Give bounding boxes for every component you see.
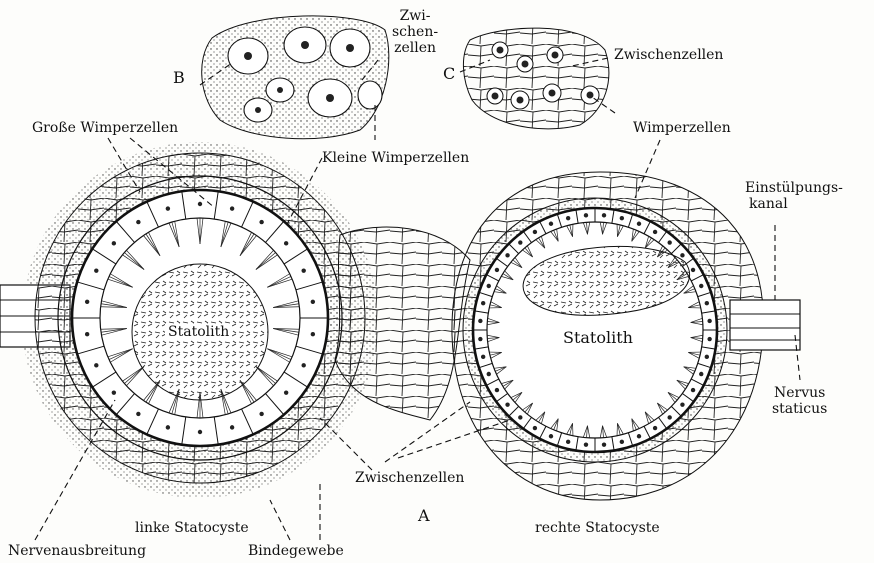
label-wimperzellen: Wimperzellen <box>633 120 731 136</box>
label-line: kanal <box>745 196 843 212</box>
label-panel-a: A <box>418 508 430 524</box>
label-zwi-schen-zellen: Zwi- schen- zellen <box>392 8 438 56</box>
inset-b-drawing <box>202 16 389 139</box>
label-rechte-statocyste: rechte Statocyste <box>535 520 660 536</box>
label-line: Zwi- <box>392 8 438 24</box>
label-panel-c: C <box>443 66 455 82</box>
label-line: schen- <box>392 24 438 40</box>
label-line: zellen <box>392 40 438 56</box>
label-line: Nervus <box>772 385 827 401</box>
label-linke-statocyste: linke Statocyste <box>135 520 249 536</box>
label-nervenausbreitung: Nervenausbreitung <box>8 543 146 559</box>
label-panel-b: B <box>173 70 185 86</box>
label-einstuelpungskanal: Einstülpungs- kanal <box>745 180 843 212</box>
label-nervus-staticus: Nervus staticus <box>772 385 827 417</box>
label-line: staticus <box>772 401 827 417</box>
label-line: Einstülpungs- <box>745 180 843 196</box>
label-statolith-left: Statolith <box>165 324 232 340</box>
label-grosse-wimperzellen: Große Wimperzellen <box>32 120 178 136</box>
label-zwischenzellen-bottom: Zwischenzellen <box>355 470 464 486</box>
label-bindegewebe: Bindegewebe <box>248 543 344 559</box>
label-statolith-right: Statolith <box>560 330 636 346</box>
inset-c-drawing <box>463 28 608 129</box>
label-zwischenzellen-top: Zwischenzellen <box>614 47 723 63</box>
left-statocyst-drawing <box>0 142 378 498</box>
label-kleine-wimperzellen: Kleine Wimperzellen <box>322 150 469 166</box>
